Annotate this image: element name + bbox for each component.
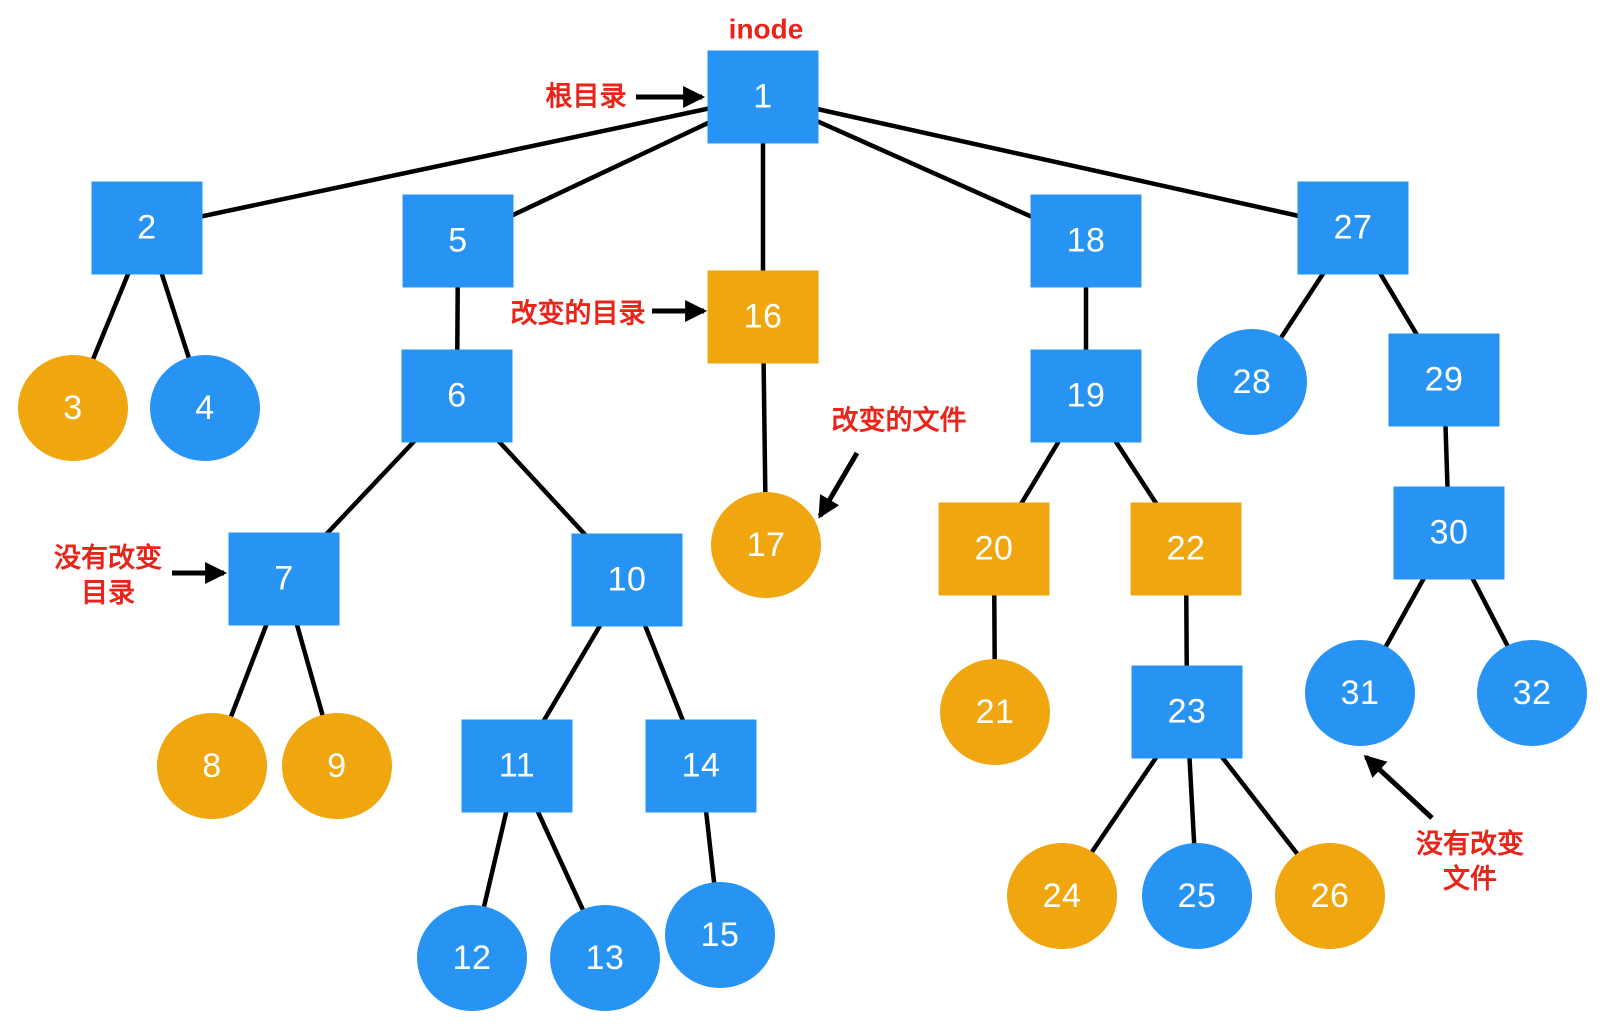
inode-label-line: inode: [728, 13, 804, 45]
unchanged-file-label-line: 文件: [1443, 864, 1497, 894]
node-18-directory: 18: [1030, 194, 1142, 288]
node-26-file: 26: [1275, 843, 1385, 949]
node-14-directory: 14: [645, 719, 757, 813]
node-label: 29: [1424, 360, 1464, 399]
unchanged-file-label-arrow-icon: [1363, 754, 1434, 820]
node-13-file: 13: [550, 905, 660, 1011]
node-label: 13: [585, 938, 625, 977]
node-8-file: 8: [157, 713, 267, 819]
node-19-directory: 19: [1030, 349, 1142, 443]
changed-file-label: 改变的文件: [832, 404, 967, 439]
node-5-directory: 5: [402, 194, 514, 288]
unchanged-directory-label: 没有改变目录: [54, 541, 162, 611]
node-label: 16: [743, 297, 783, 336]
node-3-file: 3: [18, 355, 128, 461]
node-4-file: 4: [150, 355, 260, 461]
node-label: 11: [498, 746, 536, 785]
node-label: 3: [63, 388, 83, 427]
unchanged-file-label-line: 没有改变: [1416, 829, 1524, 859]
node-label: 6: [447, 376, 467, 415]
node-16-directory: 16: [707, 270, 819, 364]
inode-label: inode: [729, 12, 804, 47]
unchanged-file-label: 没有改变文件: [1416, 827, 1524, 897]
edge-1-27: [760, 94, 1356, 231]
node-23-directory: 23: [1131, 665, 1243, 759]
changed-file-label-line: 改变的文件: [831, 405, 967, 436]
node-27-directory: 27: [1297, 181, 1409, 275]
node-11-directory: 11: [461, 719, 573, 813]
node-12-file: 12: [417, 905, 527, 1011]
node-label: 20: [974, 529, 1014, 568]
node-label: 28: [1232, 362, 1272, 401]
node-15-file: 15: [665, 882, 775, 988]
node-label: 22: [1166, 529, 1206, 568]
annotation-arrows: [172, 85, 1434, 820]
node-label: 23: [1167, 692, 1207, 731]
node-label: 12: [452, 938, 492, 977]
root-directory-label: 根目录: [546, 80, 627, 115]
node-label: 8: [202, 746, 222, 785]
node-32-file: 32: [1477, 640, 1587, 746]
edge-1-2: [144, 94, 766, 231]
node-7-directory: 7: [228, 532, 340, 626]
node-label: 4: [195, 388, 215, 427]
node-22-directory: 22: [1130, 502, 1242, 596]
root-directory-label-line: 根目录: [545, 81, 627, 112]
node-24-file: 24: [1007, 843, 1117, 949]
node-25-file: 25: [1142, 843, 1252, 949]
node-label: 26: [1310, 876, 1350, 915]
node-label: 7: [274, 559, 294, 598]
changed-directory-label-line: 改变的目录: [510, 298, 646, 329]
node-1-directory: 1: [707, 50, 819, 144]
node-label: 32: [1512, 673, 1552, 712]
node-label: 18: [1066, 221, 1106, 260]
changed-directory-label: 改变的目录: [511, 297, 646, 332]
node-label: 1: [753, 77, 773, 116]
node-label: 14: [681, 746, 721, 785]
node-21-file: 21: [940, 659, 1050, 765]
node-label: 15: [700, 915, 740, 954]
node-label: 19: [1066, 376, 1106, 415]
node-29-directory: 29: [1388, 333, 1500, 427]
node-30-directory: 30: [1393, 486, 1505, 580]
node-31-file: 31: [1305, 640, 1415, 746]
node-28-file: 28: [1197, 329, 1307, 435]
node-9-file: 9: [282, 713, 392, 819]
node-label: 31: [1340, 673, 1380, 712]
node-10-directory: 10: [571, 533, 683, 627]
node-label: 25: [1177, 876, 1217, 915]
node-label: 21: [975, 692, 1015, 731]
changed-file-label-arrow-icon: [817, 451, 860, 519]
node-label: 27: [1333, 208, 1373, 247]
node-label: 10: [607, 560, 647, 599]
node-6-directory: 6: [401, 349, 513, 443]
node-20-directory: 20: [938, 502, 1050, 596]
node-label: 30: [1429, 513, 1469, 552]
node-label: 17: [746, 525, 786, 564]
node-2-directory: 2: [91, 181, 203, 275]
unchanged-directory-label-line: 没有改变: [54, 543, 162, 573]
node-label: 5: [448, 221, 468, 260]
node-label: 9: [327, 746, 347, 785]
unchanged-directory-label-line: 目录: [81, 578, 135, 608]
node-label: 2: [137, 208, 157, 247]
node-label: 24: [1042, 876, 1082, 915]
node-17-file: 17: [711, 492, 821, 598]
